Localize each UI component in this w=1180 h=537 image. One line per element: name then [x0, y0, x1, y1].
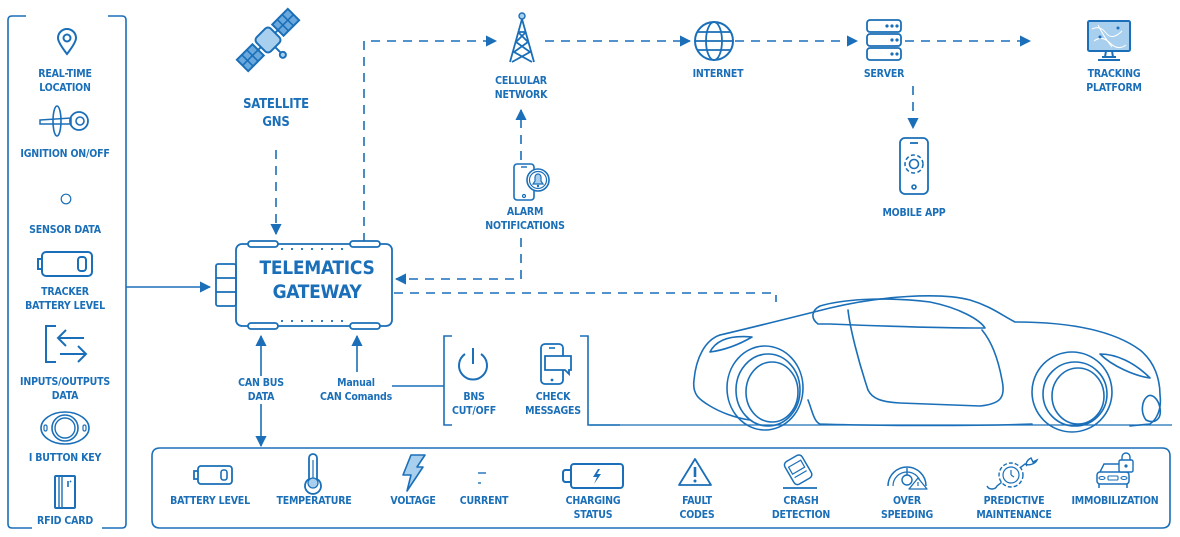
rfid-card-icon [54, 475, 76, 509]
left-item-label: SENSOR DATA [29, 224, 101, 236]
server-icon [866, 19, 902, 61]
cell-tower-icon [509, 12, 535, 63]
can-data-panel-frame [151, 447, 1171, 529]
car-lock-icon [1096, 452, 1134, 488]
gear-wrench-icon [986, 457, 1039, 490]
left-item-label: INPUTS/OUTPUTS DATA [20, 376, 110, 402]
gateway-to-cellular-arrow [363, 35, 498, 242]
globe-icon [694, 21, 734, 61]
can-data-label: PREDICTIVE MAINTENANCE [976, 495, 1052, 521]
can-data-label: OVER SPEEDING [880, 495, 934, 521]
mobile-message-icon [540, 343, 572, 385]
can-data-label: IMMOBILIZATION [1071, 495, 1159, 507]
mobile-gear-icon [899, 137, 929, 195]
left-item-label: I BUTTON KEY [28, 452, 102, 464]
left-item-label: IGNITION ON/OFF [20, 148, 110, 160]
can-data-label: VOLTAGE [390, 495, 436, 507]
location-pin-icon [56, 28, 78, 56]
can-data-label: CRASH DETECTION [771, 495, 831, 521]
command-label: CHECK MESSAGES [525, 391, 581, 417]
sensor-icon [60, 193, 72, 205]
power-icon [458, 348, 488, 381]
satellite-label: SATELLITE GNS [243, 97, 309, 130]
mobile-app-label: MOBILE APP [882, 207, 946, 219]
tracking-platform-label: TRACKING PLATFORM [1086, 68, 1142, 94]
command-label: BNS CUT/OFF [451, 391, 497, 417]
manual-can-label: Manual CAN Comands [320, 377, 392, 403]
can-bus-label: CAN BUS DATA [238, 376, 284, 404]
left-panel-frame [7, 15, 32, 529]
alarm-to-gateway-arrow [394, 238, 522, 285]
left-item-label: RFID CARD [37, 515, 93, 527]
sports-car-icon [692, 295, 1162, 433]
left-item-label: TRACKER BATTERY LEVEL [25, 286, 105, 312]
alarm-notifications-label: ALARM NOTIFICATIONS [485, 206, 565, 232]
warning-triangle-icon [678, 458, 712, 486]
can-data-label: CHARGING STATUS [565, 495, 621, 521]
can-data-label: FAULT CODES [679, 495, 715, 521]
can-data-label: TEMPERATURE [276, 495, 352, 507]
monitor-map-icon [1087, 20, 1131, 61]
charging-battery-icon [562, 463, 624, 489]
speedometer-warning-icon [887, 466, 928, 490]
thermometer-icon [304, 453, 322, 495]
can-data-label: BATTERY LEVEL [170, 495, 250, 507]
commands-frame [443, 335, 452, 426]
can-data-label: CURRENT [459, 495, 509, 507]
telematics-gateway-device [215, 240, 393, 330]
lightning-icon [402, 454, 426, 492]
mobile-bell-icon [513, 163, 550, 201]
left-item-label: REAL-TIME LOCATION [38, 68, 92, 94]
tracker-battery-icon [37, 251, 93, 277]
cellular-label: CELLULAR NETWORK [494, 75, 548, 101]
crash-car-icon [783, 454, 817, 489]
gateway-to-car-link [394, 292, 777, 302]
input-output-arrows-icon [45, 325, 88, 363]
gateway-title: TELEMATICS GATEWAY [259, 257, 375, 303]
satellite-icon [235, 7, 301, 73]
battery-icon [193, 465, 233, 485]
internet-label: INTERNET [692, 68, 744, 80]
dc-current-icon [478, 472, 486, 484]
server-label: SERVER [863, 68, 905, 80]
ignition-key-icon [39, 105, 89, 137]
ibutton-key-icon [40, 411, 90, 445]
